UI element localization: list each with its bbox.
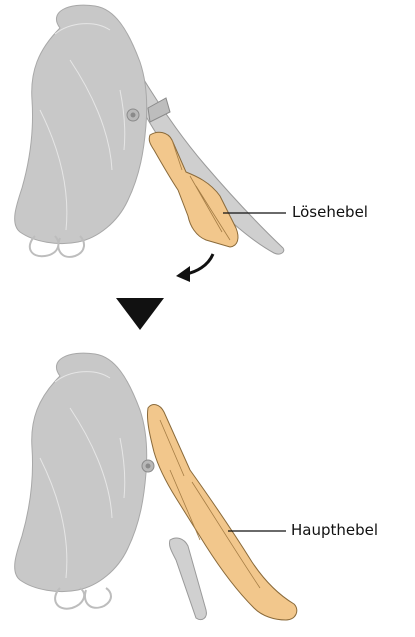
shifter-bottom	[15, 353, 297, 620]
release-lever-label: Lösehebel	[292, 203, 368, 221]
main-lever	[147, 405, 296, 620]
main-lever-label: Haupthebel	[291, 521, 378, 539]
release-lever-tucked	[169, 538, 206, 620]
shifter-top	[15, 5, 286, 282]
hood-body-top	[15, 5, 147, 243]
triangle-down-icon	[116, 298, 164, 330]
curved-arrow-icon	[186, 254, 213, 274]
hood-body-bottom	[15, 353, 147, 591]
